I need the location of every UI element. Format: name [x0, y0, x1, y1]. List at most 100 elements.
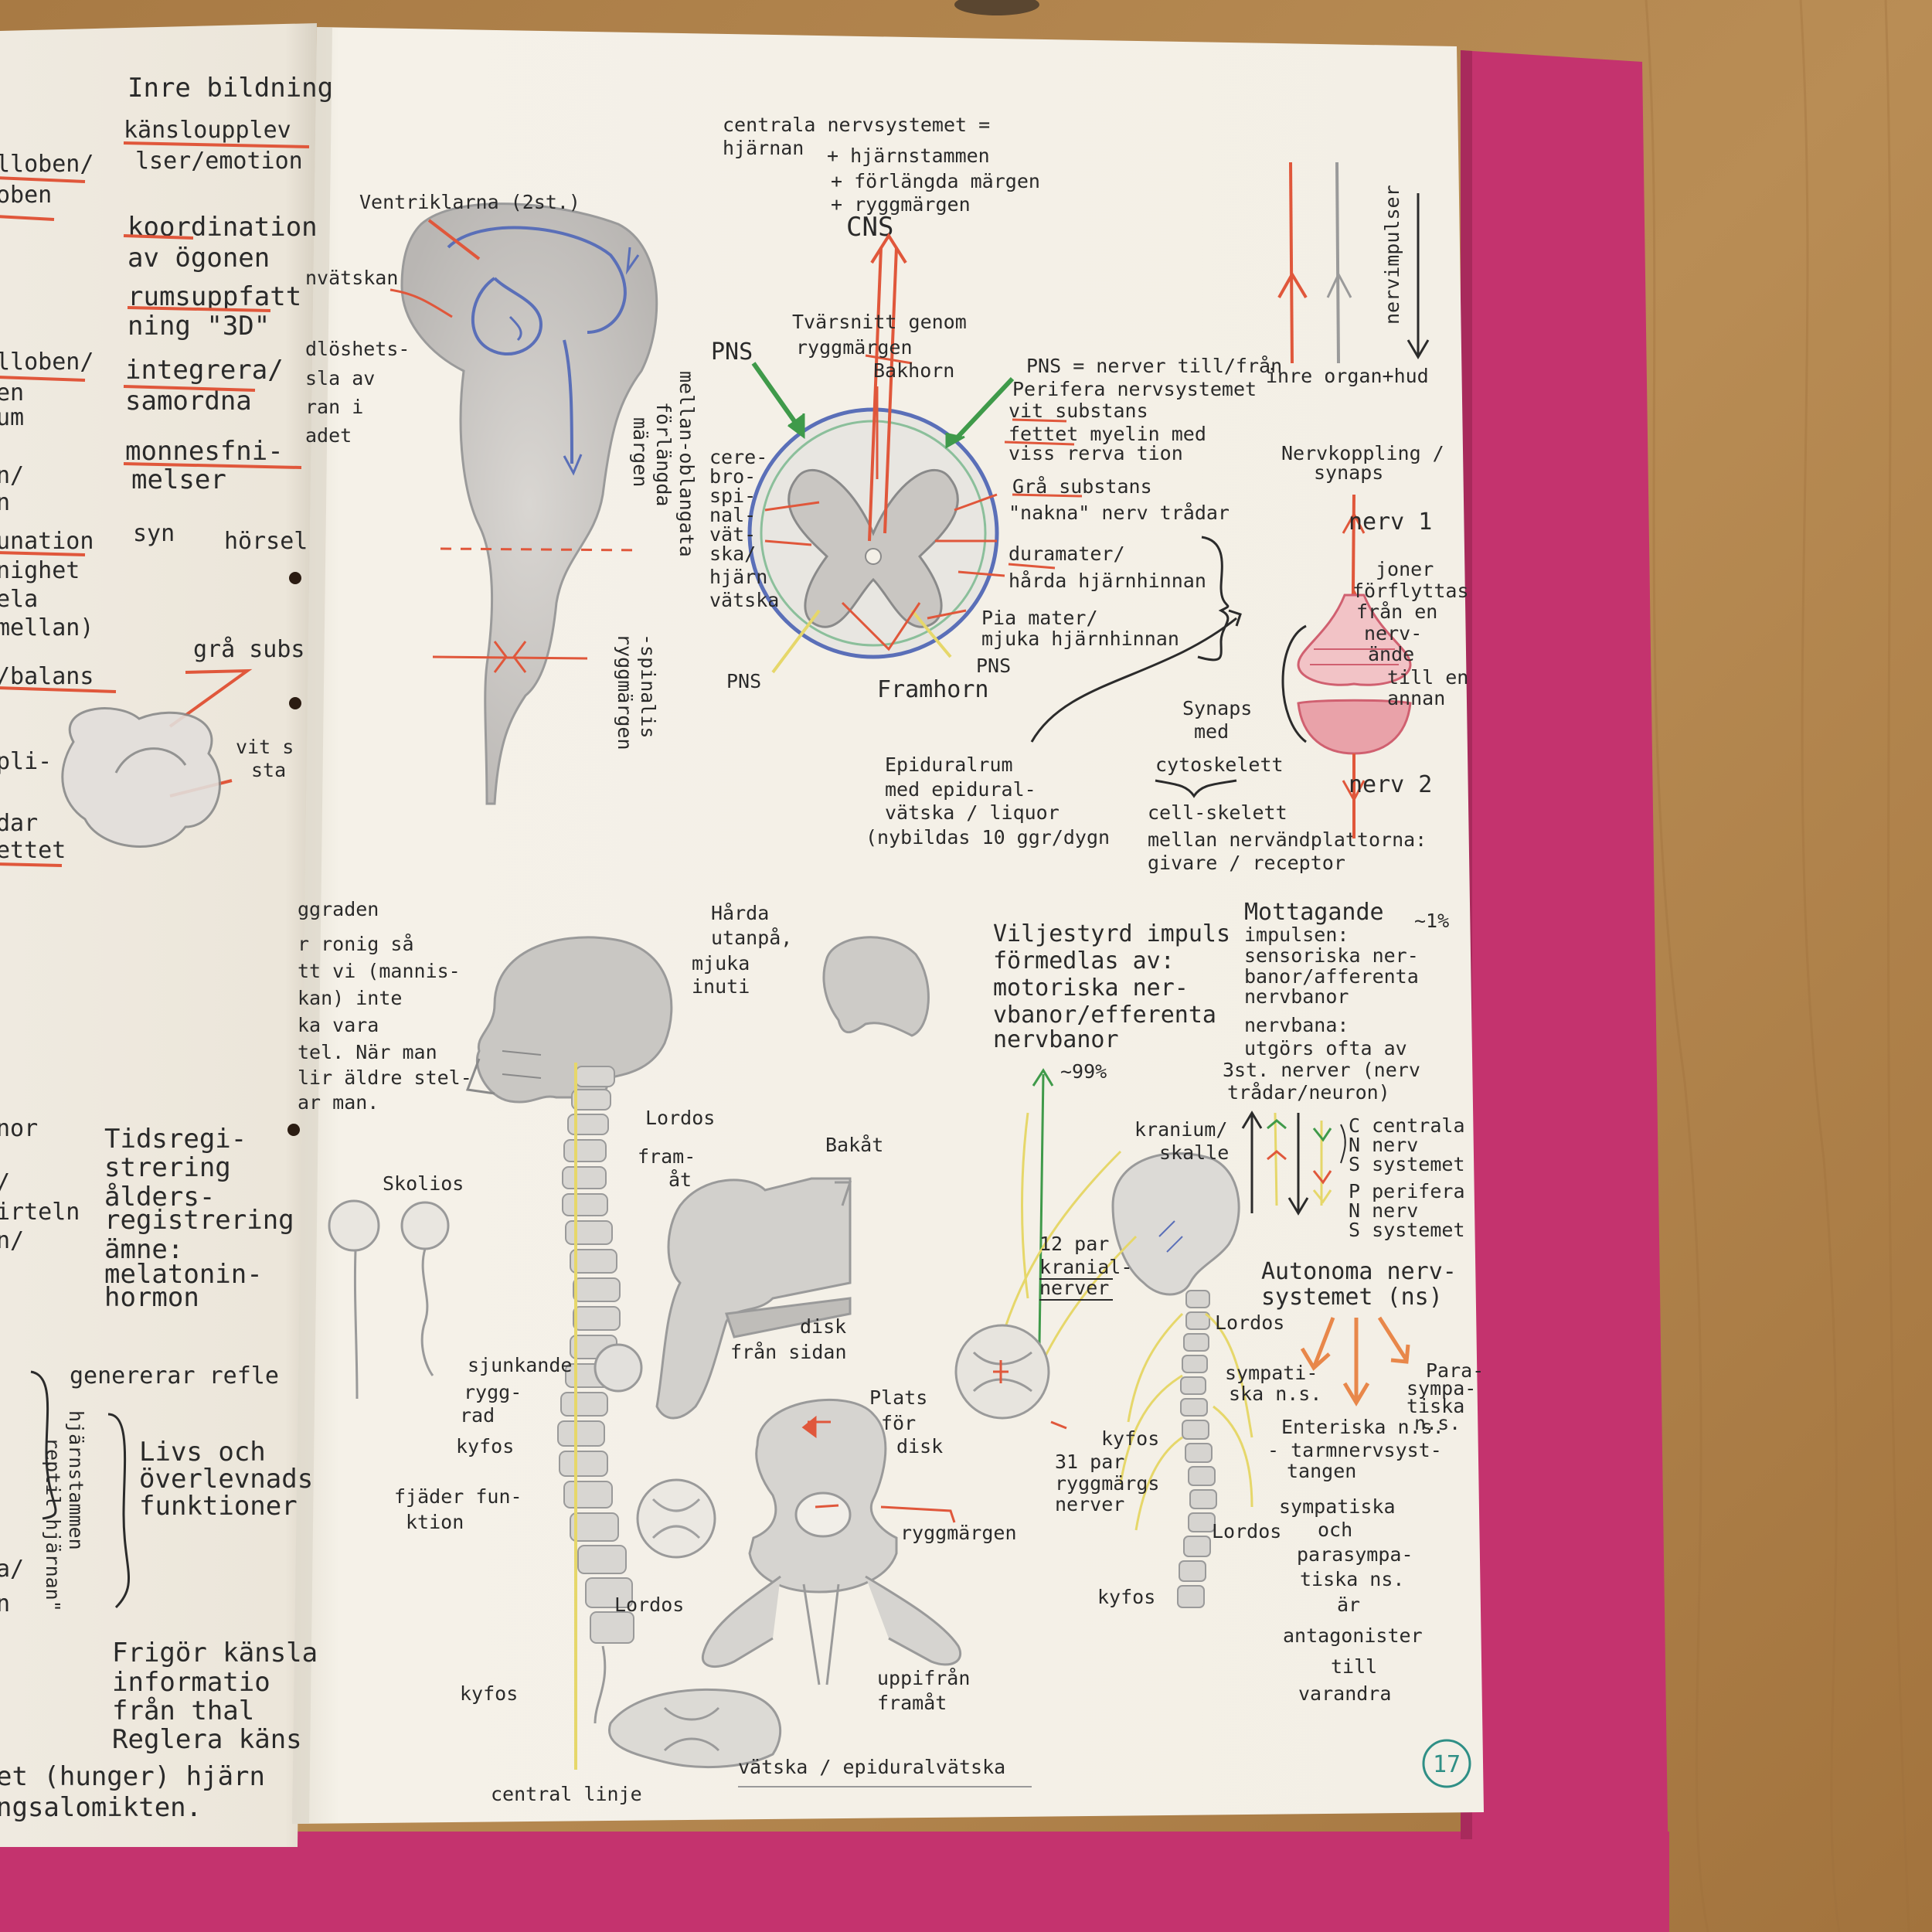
table-knot	[954, 0, 1039, 15]
label-pns-letter: S systemet	[1349, 1219, 1465, 1241]
left-line: ettet	[0, 837, 66, 864]
label-mellan-oblangata: mellan-oblangata	[675, 371, 698, 557]
label-plats-for-disk: disk	[896, 1435, 943, 1458]
label-antagonist: och	[1318, 1519, 1352, 1541]
label-cerebrospinal: spi-	[709, 485, 756, 507]
brain-labels: Ventriklarna (2st.) nvätskan dlöshets- s…	[305, 191, 698, 750]
label-central-linje: central linje	[491, 1783, 642, 1805]
left-line: monnesfni-	[125, 436, 284, 467]
ans-section: Autonoma nerv- systemet (ns) sympati- sk…	[1225, 1258, 1484, 1705]
left-line: ålders-	[104, 1182, 215, 1213]
label-kyfos: kyfos	[1101, 1427, 1159, 1450]
label-nerv-1: nerv 1	[1349, 509, 1432, 536]
magenta-folder-bottom	[0, 1832, 1669, 1932]
label-nervbana: utgörs ofta av	[1244, 1037, 1407, 1060]
label-ryggmargen: ryggmärgen	[900, 1522, 1017, 1544]
cranial-sketch	[954, 1112, 1253, 1608]
label-margen: märgen	[629, 417, 651, 487]
left-line: r ronig så	[298, 933, 414, 955]
label-cerebrospinal: nal-	[709, 504, 756, 526]
label-cerebrospinal: vätska	[709, 589, 779, 611]
cns-definition-line: + förlängda märgen	[831, 170, 1040, 192]
label-nervimpulser: nervimpulser	[1381, 185, 1403, 325]
label-kyfos: kyfos	[460, 1682, 518, 1705]
label-enteriska: - tarmnervsyst-	[1267, 1439, 1442, 1461]
left-line: oben	[0, 182, 52, 209]
label-duramater: duramater/	[1009, 543, 1125, 565]
label-gra-substans: Grå substans	[1012, 475, 1152, 498]
cns-definition-line: + ryggmärgen	[831, 193, 971, 216]
label-mottagande: Mottagande	[1244, 899, 1384, 926]
left-page-notes: Inre bildning känsloupplev lser/emotion …	[0, 73, 472, 1823]
left-line: /	[0, 1169, 10, 1196]
nerve-impulse-arrows: nervimpulser inre organ+hud	[1266, 162, 1430, 387]
left-line-vertical: reptil hjärnan"	[42, 1437, 64, 1612]
label-pns-letter: P perifera	[1349, 1180, 1465, 1202]
label-sjunkande: sjunkande	[468, 1354, 572, 1376]
label-fran-sidan: från sidan	[730, 1341, 847, 1363]
label-vit-substans: fettet myelin med	[1009, 423, 1206, 445]
label-nerv-2: nerv 2	[1349, 771, 1432, 798]
left-brain-sketch	[61, 707, 221, 848]
label-viljestyrd: nervbanor	[993, 1026, 1119, 1053]
label-disk: disk	[800, 1315, 846, 1338]
left-line: a/	[0, 1556, 24, 1583]
label-epiduralrum: (nybildas 10 ggr/dygn	[866, 826, 1110, 849]
page-number-text: 17	[1433, 1751, 1461, 1778]
label-harda: inuti	[692, 975, 750, 998]
label-joner: från en	[1356, 600, 1437, 623]
brain-side-note: adet	[305, 424, 352, 447]
label-joner: förflyttas	[1352, 580, 1469, 602]
label-antagonist: sympatiska	[1279, 1495, 1396, 1518]
left-notebook-page	[0, 23, 317, 1847]
label-lordos: Lordos	[1215, 1311, 1284, 1334]
left-line: känsloupplev	[124, 117, 291, 144]
label-harda: mjuka	[692, 952, 750, 975]
left-line: ggraden	[298, 898, 379, 920]
left-line: lir äldre stel-	[298, 1066, 472, 1089]
label-vatska: vätska / epiduralvätska	[738, 1756, 1005, 1778]
label-viljestyrd: förmedlas av:	[993, 947, 1175, 975]
left-line: hörsel	[224, 528, 308, 555]
label-joner: annan	[1387, 687, 1445, 709]
spinal-cross-section	[747, 233, 1015, 674]
label-pns-definition: Perifera nervsystemet	[1012, 378, 1257, 400]
label-nervbana: 3st. nerver (nerv	[1223, 1059, 1420, 1081]
label-viljestyrd: motoriska ner-	[993, 975, 1189, 1002]
left-line: /balans	[0, 663, 94, 690]
left-line: ning "3D"	[128, 311, 270, 342]
label-cell-skelett: cell-skelett	[1148, 801, 1287, 824]
label-receptor: givare / receptor	[1148, 852, 1345, 874]
label-percent-1: ~1%	[1414, 910, 1449, 932]
label-enteriska: Enteriska n.s.	[1281, 1416, 1444, 1438]
left-line: lser/emotion	[135, 148, 303, 175]
brain-side-note: sla av	[305, 367, 375, 389]
left-line: integrera/	[125, 355, 284, 386]
label-inre-organ: inre organ+hud	[1266, 365, 1429, 387]
left-line: Livs och	[139, 1437, 266, 1468]
label-fjader: fjäder fun-	[394, 1485, 522, 1508]
left-line: et (hunger) hjärn	[0, 1761, 265, 1792]
label-vit-substans: vit substans	[1009, 400, 1148, 422]
label-parasympatiska: n.s.	[1414, 1412, 1461, 1434]
left-line: ar man.	[298, 1091, 379, 1114]
label-cytoskelett: cytoskelett	[1155, 753, 1284, 776]
left-line: en	[0, 379, 24, 406]
cns-header: centrala nervsystemet = hjärnan + hjärns…	[723, 114, 1040, 243]
left-line: syn	[133, 520, 175, 547]
label-ryggmargsnerver: nerver	[1055, 1493, 1124, 1515]
label-cerebrospinal: cere-	[709, 446, 767, 468]
label-nervkoppling: Nervkoppling /	[1281, 442, 1444, 464]
label-cerebrospinal: bro-	[709, 465, 756, 488]
left-line: funktioner	[139, 1491, 298, 1522]
left-line: irteln	[0, 1199, 80, 1226]
label-antagonist: tiska ns.	[1300, 1568, 1404, 1590]
left-line: n	[0, 1590, 10, 1617]
left-line: tt vi (mannis-	[298, 960, 461, 982]
label-mottagande: banor/afferenta	[1244, 965, 1419, 988]
label-piamater: Pia mater/	[981, 607, 1098, 629]
label-cns-letter: S systemet	[1349, 1153, 1465, 1175]
left-line: registrering	[104, 1205, 294, 1236]
label-sympatiska: ska n.s.	[1229, 1383, 1321, 1405]
